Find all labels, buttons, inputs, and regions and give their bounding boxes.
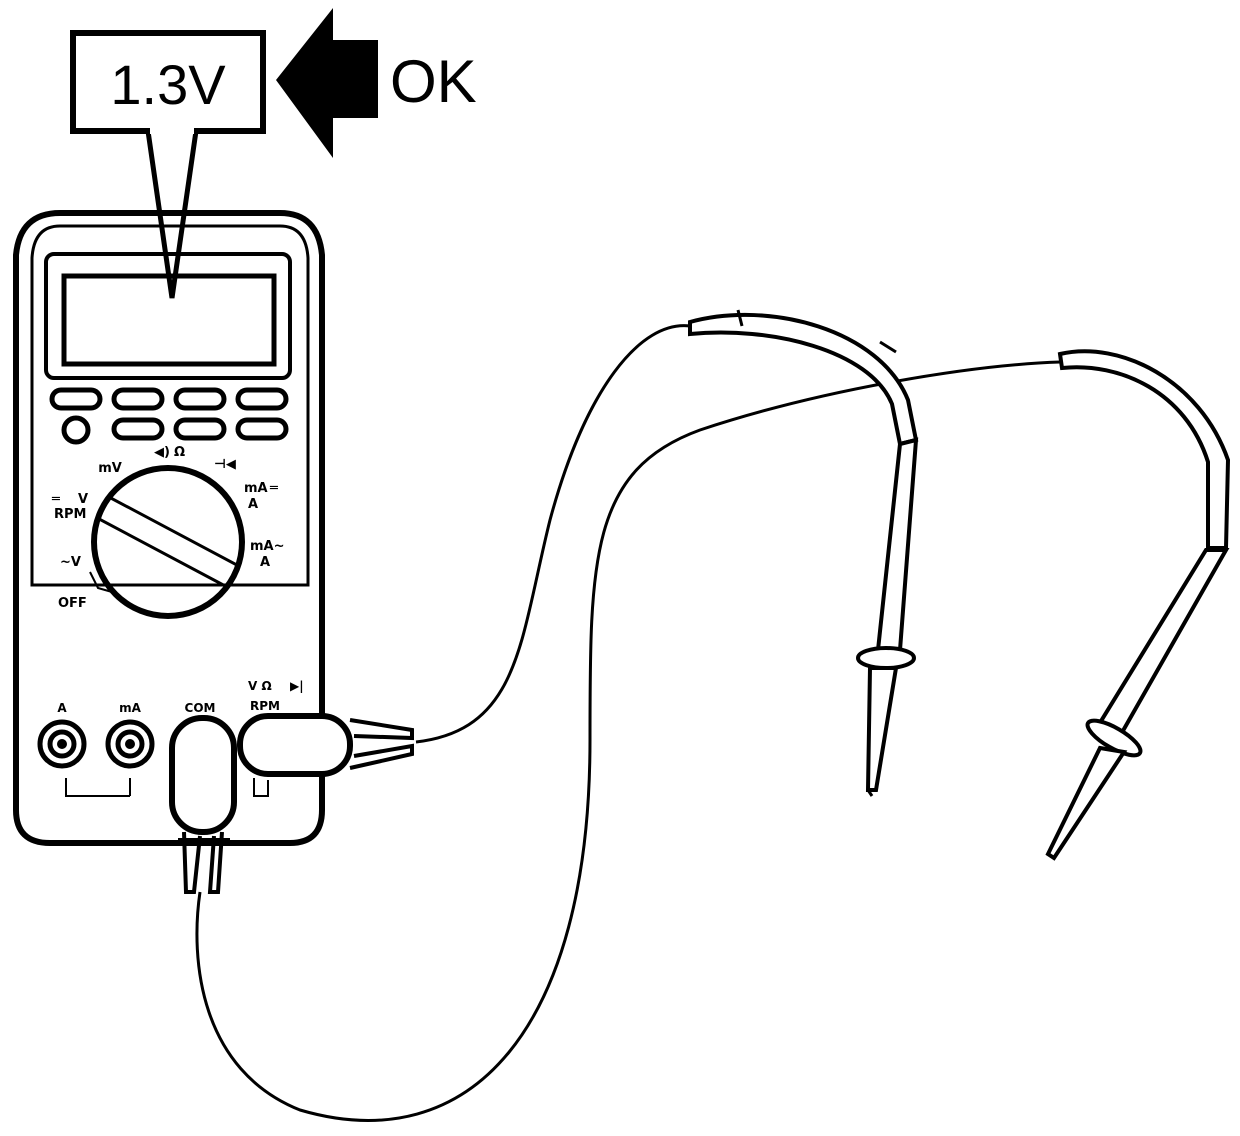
dial-label-a-dc: A: [248, 497, 258, 512]
dc-symbol-icon: ═: [51, 492, 60, 507]
jack-bracket-line: [253, 778, 269, 797]
function-button[interactable]: [49, 387, 103, 411]
jack-label-a: A: [57, 701, 67, 715]
jack-bracket-line: [65, 778, 131, 797]
reading-callout: 1.3V: [70, 30, 266, 299]
dial-label-off: OFF: [58, 596, 87, 611]
function-button[interactable]: [235, 387, 289, 411]
function-button[interactable]: [111, 387, 165, 411]
rotary-dial[interactable]: [91, 465, 245, 619]
jack-label-rpm: RPM: [250, 699, 280, 713]
reading-value: 1.3V: [110, 53, 226, 116]
com-probe[interactable]: [1045, 349, 1231, 861]
jack-label-com: COM: [185, 701, 216, 715]
function-button[interactable]: [235, 417, 289, 441]
multimeter: mV ◀) Ω ⊣◀ ═ V RPM ~V OFF mA ═ A mA~ A A…: [13, 210, 325, 846]
function-button[interactable]: [111, 417, 165, 441]
dial-label-mv: mV: [98, 461, 122, 476]
diode-icon: ▶|: [290, 679, 304, 693]
dial-label-ma-ac: mA~: [250, 539, 285, 554]
dial-label-dc-v: V: [78, 492, 88, 507]
dial-label-a-ac: A: [260, 555, 270, 570]
com-probe-plug[interactable]: [169, 715, 237, 894]
jack-a[interactable]: [37, 719, 87, 769]
display-bezel: [44, 252, 292, 380]
dial-pointer: [94, 494, 242, 590]
jack-ma[interactable]: [105, 719, 155, 769]
arrow-left-icon: [276, 8, 378, 158]
probe-guard-ring: [856, 646, 916, 670]
power-button[interactable]: [61, 415, 91, 445]
meter-case: [13, 210, 325, 846]
jack-label-ma: mA: [119, 701, 142, 715]
function-button[interactable]: [173, 387, 227, 411]
dc-symbol-icon: ═: [269, 481, 278, 496]
vohm-probe[interactable]: [688, 309, 919, 797]
vohm-probe-plug[interactable]: [237, 713, 414, 777]
dial-label-ohm: Ω: [174, 445, 185, 460]
status-label: OK: [390, 48, 477, 115]
speaker-icon: ◀): [154, 445, 170, 460]
ok-indicator: OK: [276, 8, 477, 158]
jack-label-v-ohm: V Ω: [248, 679, 272, 693]
off-indicator-line: [89, 571, 113, 593]
vohm-lead-wire: [415, 324, 691, 744]
dial-label-rpm: RPM: [54, 507, 86, 522]
meter-face: [30, 224, 310, 587]
probe-guard-ring: [1085, 718, 1143, 758]
lcd-display: [61, 273, 277, 367]
com-lead-wire: [195, 360, 1061, 1122]
diode-icon: ⊣◀: [214, 457, 236, 472]
function-button[interactable]: [173, 417, 227, 441]
dial-label-ac-v: ~V: [60, 555, 81, 570]
dial-label-ma-dc: mA: [244, 481, 268, 496]
